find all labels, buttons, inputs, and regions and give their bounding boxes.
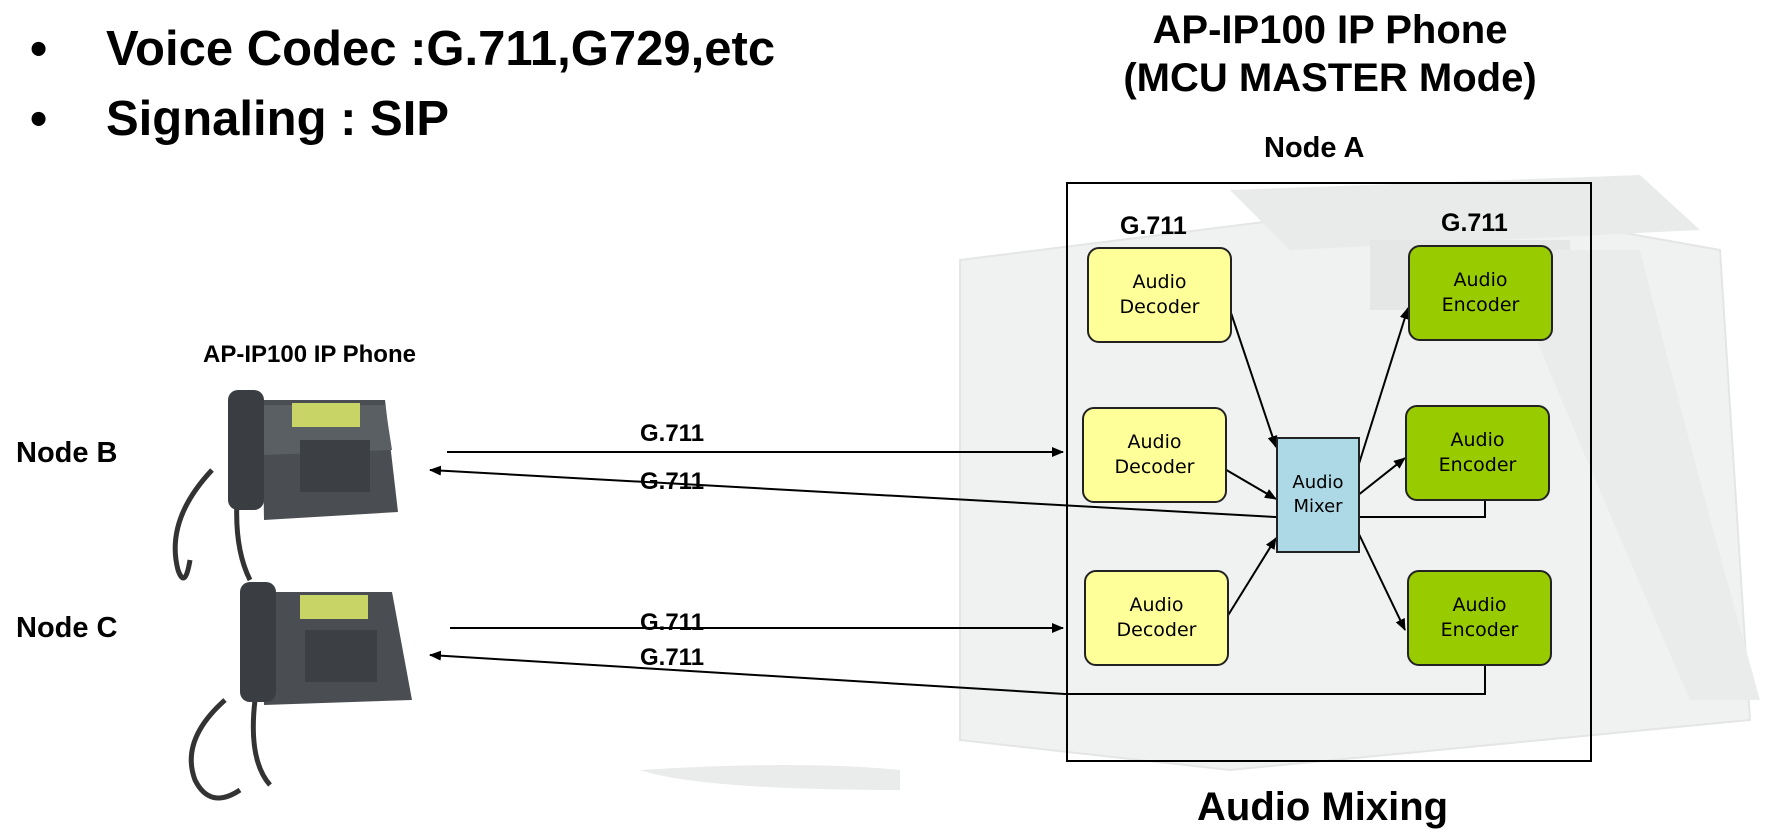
codec-label-b-rx: G.711 xyxy=(640,468,705,495)
arrow-decoder3-to-mixer xyxy=(1226,537,1277,618)
node-a-frame xyxy=(1066,182,1592,762)
arrow-mixer-to-encoder2 xyxy=(1356,457,1406,497)
bullet-marker: • xyxy=(30,92,48,146)
node-a-label: Node A xyxy=(1264,132,1365,164)
decoder-label-line2: Decoder xyxy=(1114,456,1195,478)
bullet-text: Signaling : SIP xyxy=(106,92,450,146)
decoder-label-line2: Decoder xyxy=(1119,296,1200,318)
codec-label-encoders: G.711 xyxy=(1441,209,1508,237)
phone-label: AP-IP100 IP Phone xyxy=(203,341,416,368)
arrow-decoder1-to-mixer xyxy=(1228,306,1278,448)
decoder-label-line2: Decoder xyxy=(1116,619,1197,641)
codec-label-c-tx: G.711 xyxy=(640,609,705,636)
encoder-label-line2: Encoder xyxy=(1438,454,1517,476)
mixer-label-line2: Mixer xyxy=(1293,496,1343,517)
decoder-label-line1: Audio xyxy=(1132,271,1187,293)
codec-label-b-tx: G.711 xyxy=(640,420,705,447)
diagram-caption: Audio Mixing xyxy=(1197,785,1449,829)
node-c-label: Node C xyxy=(16,612,118,644)
bullet-item: • Voice Codec :G.711,G729,etc xyxy=(30,14,775,84)
phone-node-c-image xyxy=(188,582,412,801)
main-title-line2: (MCU MASTER Mode) xyxy=(1123,56,1537,100)
node-b-label: Node B xyxy=(16,437,118,469)
encoder-label-line1: Audio xyxy=(1452,594,1507,616)
decoder-label-line1: Audio xyxy=(1127,431,1182,453)
encoder-label-line1: Audio xyxy=(1450,429,1505,451)
arrow-mixer-to-encoder1 xyxy=(1356,307,1410,471)
mixer-label-line1: Audio xyxy=(1292,472,1344,493)
bullet-list: • Voice Codec :G.711,G729,etc • Signalin… xyxy=(30,14,775,154)
arrow-decoder2-to-mixer xyxy=(1222,467,1277,500)
decoder-label-line1: Audio xyxy=(1129,594,1184,616)
encoder-label-line2: Encoder xyxy=(1440,619,1519,641)
main-title: AP-IP100 IP Phone (MCU MASTER Mode) xyxy=(1070,6,1590,102)
bullet-text: Voice Codec :G.711,G729,etc xyxy=(106,22,776,76)
codec-label-c-rx: G.711 xyxy=(640,644,705,671)
main-title-line1: AP-IP100 IP Phone xyxy=(1152,8,1508,52)
arrow-a-to-node-b xyxy=(429,465,1486,518)
encoder-label-line1: Audio xyxy=(1453,269,1508,291)
encoder-label-line2: Encoder xyxy=(1441,294,1520,316)
bullet-item: • Signaling : SIP xyxy=(30,84,775,154)
arrow-a-to-node-c xyxy=(429,650,1486,695)
bullet-marker: • xyxy=(30,22,48,76)
arrow-mixer-to-encoder3 xyxy=(1356,529,1406,631)
codec-label-decoders: G.711 xyxy=(1120,212,1187,240)
phone-node-b-image xyxy=(172,390,398,582)
